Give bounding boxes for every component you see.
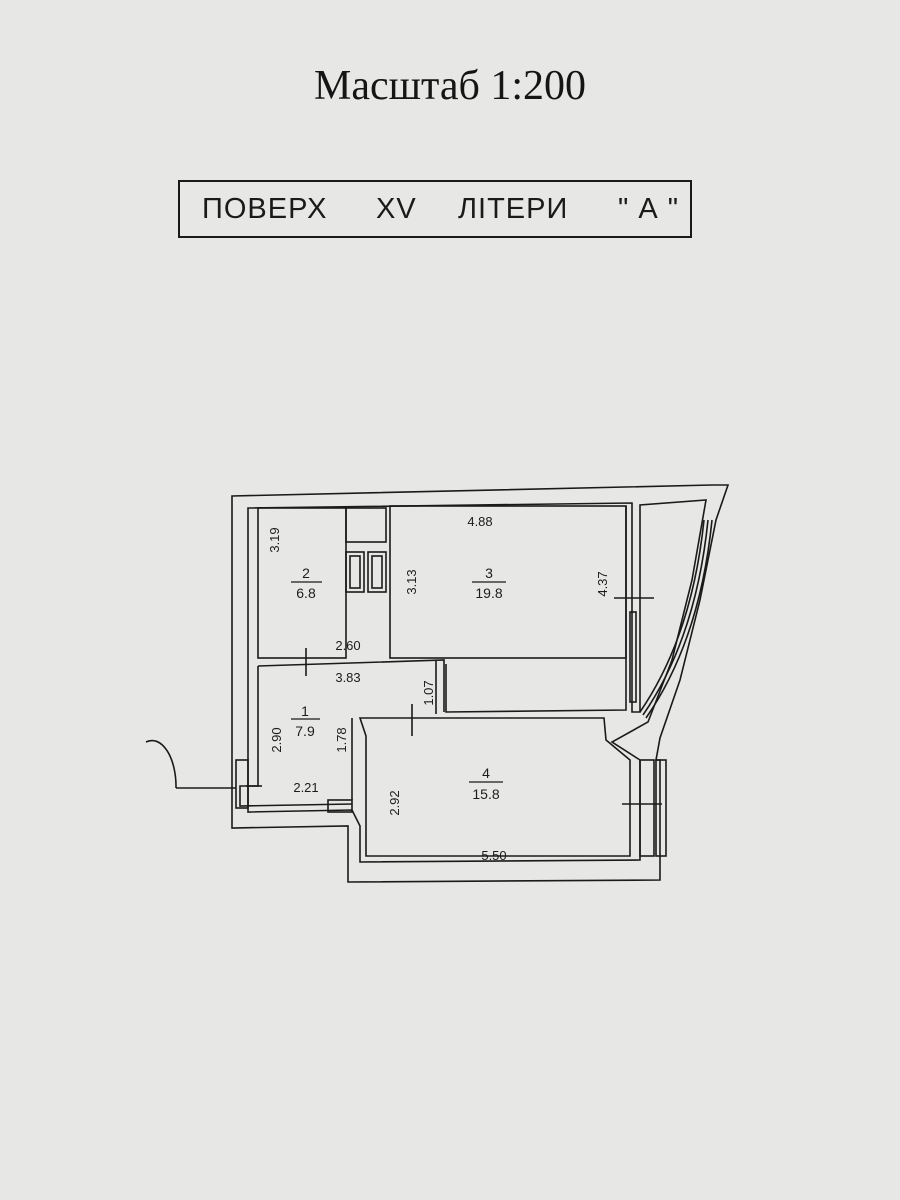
dim-room2-width: 2.60 xyxy=(335,638,360,653)
entrance-door-frame xyxy=(235,759,249,809)
room-3-outline xyxy=(389,505,627,659)
letter-label: ЛІТЕРИ xyxy=(458,193,569,225)
balcony-curve-outer xyxy=(645,519,713,719)
fraction-lines xyxy=(291,581,506,783)
dim-room2-height: 3.19 xyxy=(267,527,282,552)
room-2-area: 6.8 xyxy=(296,585,316,601)
dim-room1-height: 2.90 xyxy=(269,727,284,752)
letter-value: " А " xyxy=(618,193,680,225)
floor-number: XV xyxy=(376,193,417,225)
room-3-area: 19.8 xyxy=(475,585,502,601)
shaft-box-1 xyxy=(345,551,365,593)
room-2-number: 2 xyxy=(302,565,310,581)
room-3-right xyxy=(445,506,627,713)
shaft-box-2 xyxy=(367,551,387,593)
outer-wall xyxy=(231,484,730,883)
dim-passage: 1.07 xyxy=(421,680,436,705)
room-3-number: 3 xyxy=(485,565,493,581)
room-1-outline xyxy=(239,666,353,807)
dim-room4-height: 2.92 xyxy=(387,790,402,815)
door-step xyxy=(327,799,353,813)
shaft-inner-1 xyxy=(349,555,361,589)
floor-label: ПОВЕРХ xyxy=(202,193,328,225)
room-1-number: 1 xyxy=(301,703,309,719)
entrance-arc xyxy=(145,739,177,789)
shaft-inner-2 xyxy=(371,555,383,589)
dim-room4-width: 5.50 xyxy=(481,848,506,863)
room-4-area: 15.8 xyxy=(472,786,499,802)
dim-corridor-width: 3.83 xyxy=(335,670,360,685)
dim-room2-3-wall: 3.13 xyxy=(404,569,419,594)
dim-room3-height: 4.37 xyxy=(595,571,610,596)
balcony-curve-inner xyxy=(639,519,705,713)
dim-room1-inner: 1.78 xyxy=(334,727,349,752)
walls xyxy=(145,484,730,883)
balcony-curve-mid xyxy=(642,519,709,716)
floor-label-box: ПОВЕРХ XV ЛІТЕРИ " А " xyxy=(178,180,692,238)
window-room-4-inner xyxy=(639,759,655,857)
scale-title: Масштаб 1:200 xyxy=(313,63,586,109)
window-room-4 xyxy=(655,759,667,857)
outer-wall-inner xyxy=(247,499,707,863)
dim-room3-width: 4.88 xyxy=(467,514,492,529)
room-1-area: 7.9 xyxy=(295,723,315,739)
dim-room1-width: 2.21 xyxy=(293,780,318,795)
shaft-top xyxy=(345,507,387,543)
room-4-outline xyxy=(358,717,631,857)
corridor-wall xyxy=(257,659,445,712)
window-room-3 xyxy=(629,611,637,703)
room-4-number: 4 xyxy=(482,765,490,781)
